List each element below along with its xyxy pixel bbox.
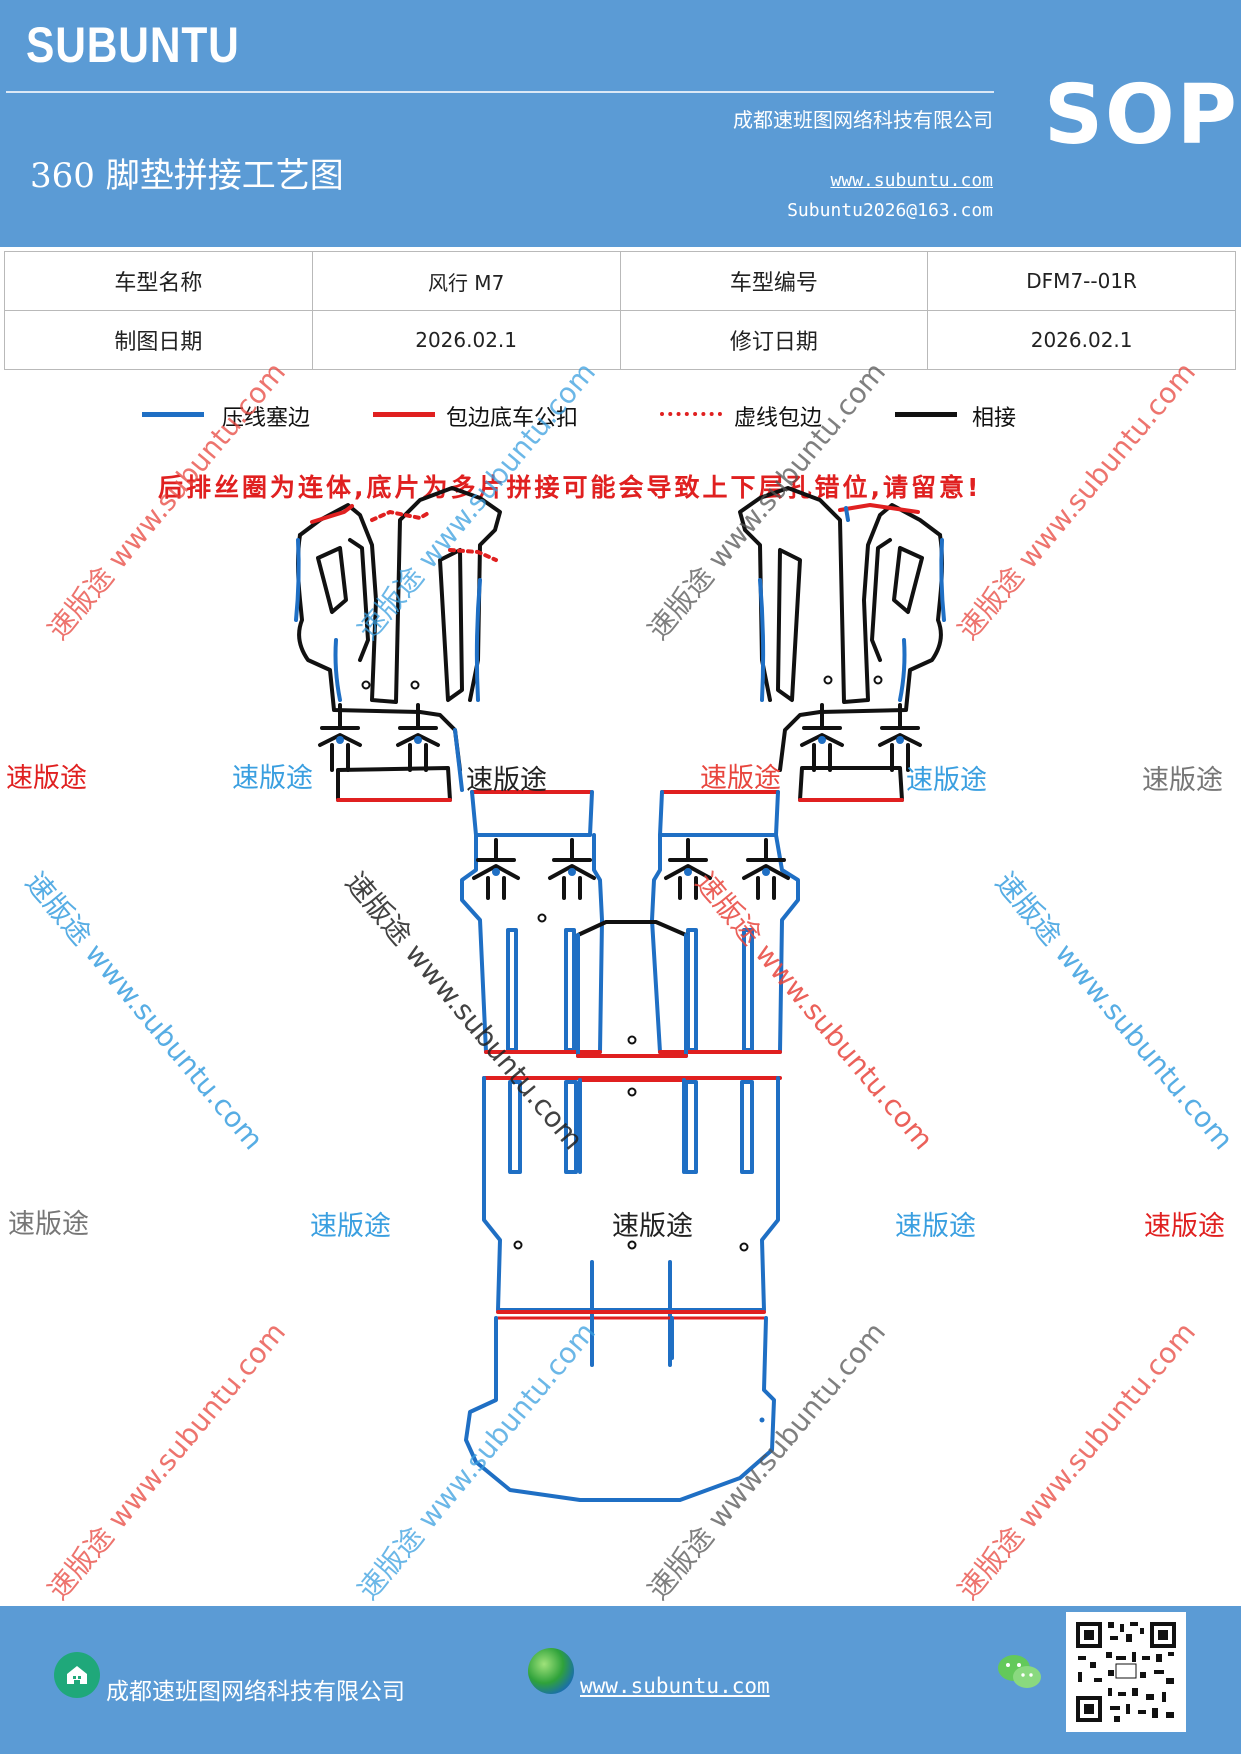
header-banner: SUBUNTU 成都速班图网络科技有限公司 360 脚垫拼接工艺图 www.su… xyxy=(0,0,1241,247)
legend-label-join: 相接 xyxy=(972,406,1017,431)
model-code-label: 车型编号 xyxy=(619,251,929,311)
draw-date-value: 2026.02.1 xyxy=(311,310,621,370)
vehicle-info-table: 车型名称 风行 M7 车型编号 DFM7--01R 制图日期 2026.02.1… xyxy=(4,251,1236,370)
rear-large-mat xyxy=(464,1076,782,1502)
page-title: 360 脚垫拼接工艺图 xyxy=(30,156,344,196)
legend-swatch-black xyxy=(895,412,957,417)
brand-logo: SUBUNTU xyxy=(26,17,240,73)
table-row: 车型名称 风行 M7 车型编号 DFM7--01R xyxy=(4,251,1236,311)
header-divider xyxy=(6,91,994,93)
footer-company-name: 成都速班图网络科技有限公司 xyxy=(106,1679,405,1705)
center-tunnel-mat xyxy=(576,920,688,1058)
header-website-link[interactable]: www.subuntu.com xyxy=(830,170,993,191)
legend-label-press-line: 压线塞边 xyxy=(222,406,311,431)
footer-website-link[interactable]: www.subuntu.com xyxy=(580,1674,770,1698)
legend-label-wrap-edge: 包边底车公扣 xyxy=(446,406,579,431)
sop-label: SOP xyxy=(1044,68,1239,163)
company-icon xyxy=(54,1652,100,1698)
model-name-label: 车型名称 xyxy=(4,251,313,311)
qr-code xyxy=(1066,1612,1186,1732)
model-code-value: DFM7--01R xyxy=(927,251,1236,311)
second-row-right-mat xyxy=(650,790,800,1054)
warning-text: 后排丝圈为连体,底片为多片拼接可能会导致上下层孔错位,请留意! xyxy=(158,473,982,502)
header-email[interactable]: Subuntu2026@163.com xyxy=(787,200,993,221)
wechat-icon[interactable] xyxy=(996,1652,1044,1698)
legend-swatch-red-dotted xyxy=(660,412,722,416)
legend-swatch-blue xyxy=(142,412,204,417)
model-name-value: 风行 M7 xyxy=(311,251,621,311)
company-name: 成都速班图网络科技有限公司 xyxy=(733,108,993,132)
draw-date-label: 制图日期 xyxy=(4,310,313,370)
legend-swatch-red xyxy=(373,412,435,417)
legend-label-dotted-wrap: 虚线包边 xyxy=(734,406,823,431)
second-row-left-mat xyxy=(460,790,604,1054)
right-front-mat xyxy=(738,486,946,802)
table-row: 制图日期 2026.02.1 修订日期 2026.02.1 xyxy=(4,310,1236,370)
revise-date-value: 2026.02.1 xyxy=(927,310,1236,370)
globe-icon xyxy=(528,1648,574,1694)
left-front-mat xyxy=(294,486,502,802)
revise-date-label: 修订日期 xyxy=(619,310,929,370)
